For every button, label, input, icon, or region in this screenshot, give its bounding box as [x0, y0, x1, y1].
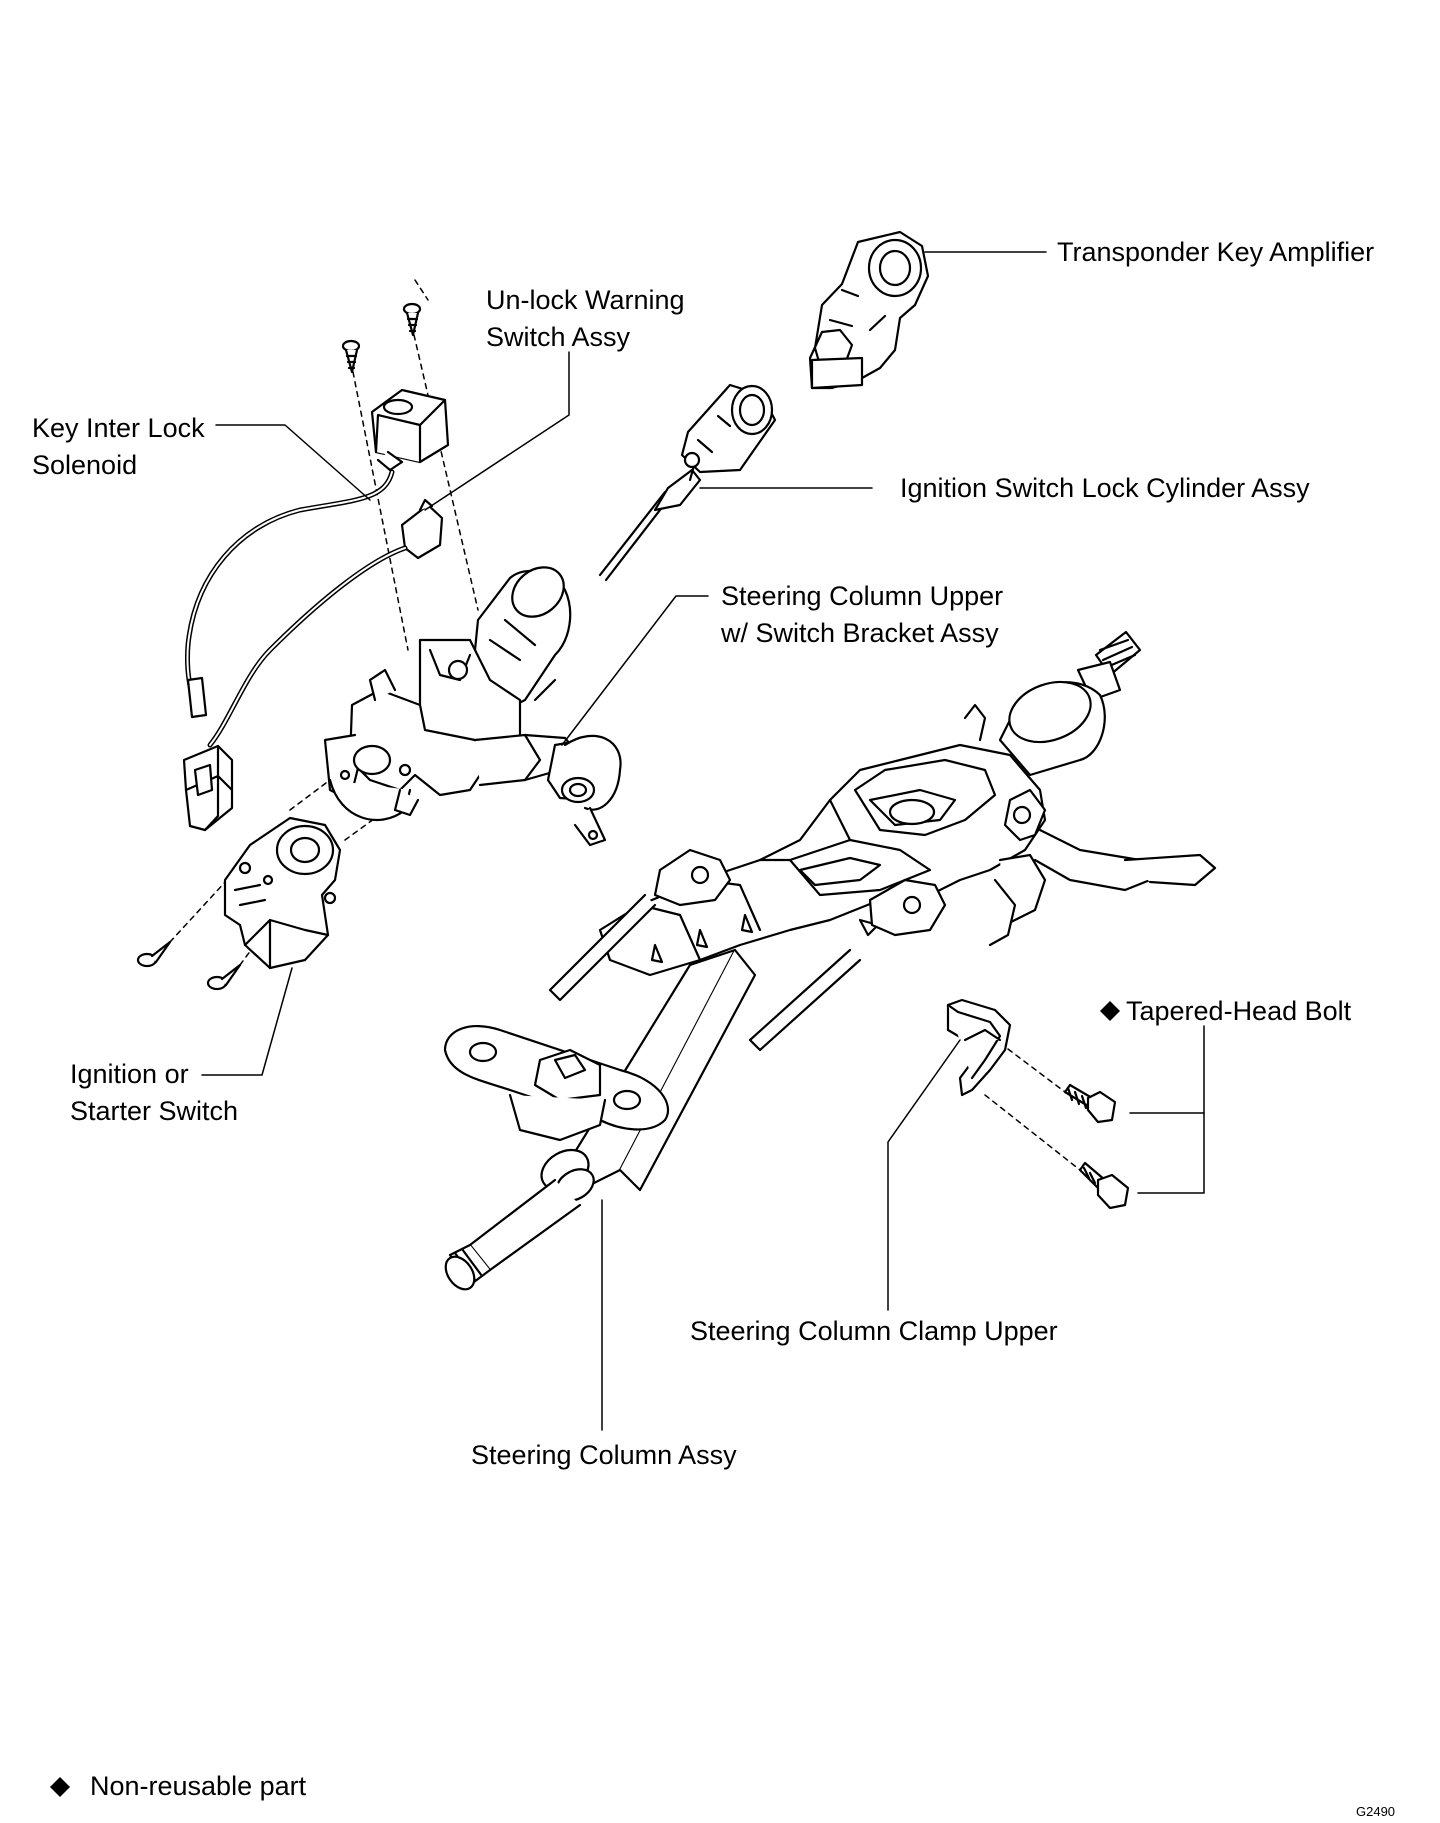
label-ignition-starter-switch: Ignition or Starter Switch	[70, 1056, 238, 1130]
label-unlock-warning-switch: Un-lock Warning Switch Assy	[486, 282, 685, 356]
column-clamp-upper-part	[946, 998, 1012, 1097]
label-tapered-head-bolt: Tapered-Head Bolt	[1126, 996, 1352, 1026]
screws-bottom	[136, 940, 242, 991]
tapered-head-bolts-part	[1063, 1083, 1130, 1210]
unlock-warning-switch-part	[182, 498, 444, 832]
leader-lines	[201, 251, 1205, 1431]
label-column-clamp-upper: Steering Column Clamp Upper	[690, 1316, 1058, 1346]
label-upper-line1: Steering Column Upper	[721, 581, 1004, 611]
lock-cylinder-part	[598, 383, 777, 582]
label-unlock-line2: Switch Assy	[486, 322, 631, 352]
screws-top	[341, 302, 422, 374]
label-steering-column-assy: Steering Column Assy	[471, 1440, 737, 1470]
label-keyinter-line1: Key Inter Lock	[32, 413, 205, 443]
label-upper-line2: w/ Switch Bracket Assy	[721, 618, 999, 648]
key-interlock-solenoid-part	[185, 388, 450, 719]
label-ignition-line2: Starter Switch	[70, 1096, 239, 1126]
ignition-starter-switch-part	[223, 816, 342, 970]
legend-diamond-marker	[50, 1777, 70, 1797]
bolt-nonreusable-marker	[1100, 1001, 1120, 1021]
column-upper-bracket-part	[323, 566, 622, 847]
guide-lines	[169, 279, 1081, 1171]
label-ignition-line1: Ignition or	[70, 1059, 189, 1089]
figure-code: G2490	[1356, 1804, 1396, 1819]
label-unlock-line1: Un-lock Warning	[486, 285, 685, 315]
label-keyinter-line2: Solenoid	[32, 450, 138, 480]
transponder-key-amplifier-part	[808, 230, 930, 390]
label-key-interlock-solenoid: Key Inter Lock Solenoid	[32, 410, 205, 484]
label-column-upper-bracket: Steering Column Upper w/ Switch Bracket …	[721, 578, 1003, 652]
label-transponder-key-amplifier: Transponder Key Amplifier	[1057, 237, 1375, 267]
steering-column-assy-part	[443, 630, 1217, 1291]
label-lock-cylinder: Ignition Switch Lock Cylinder Assy	[900, 473, 1310, 503]
legend-text: Non-reusable part	[90, 1771, 307, 1801]
